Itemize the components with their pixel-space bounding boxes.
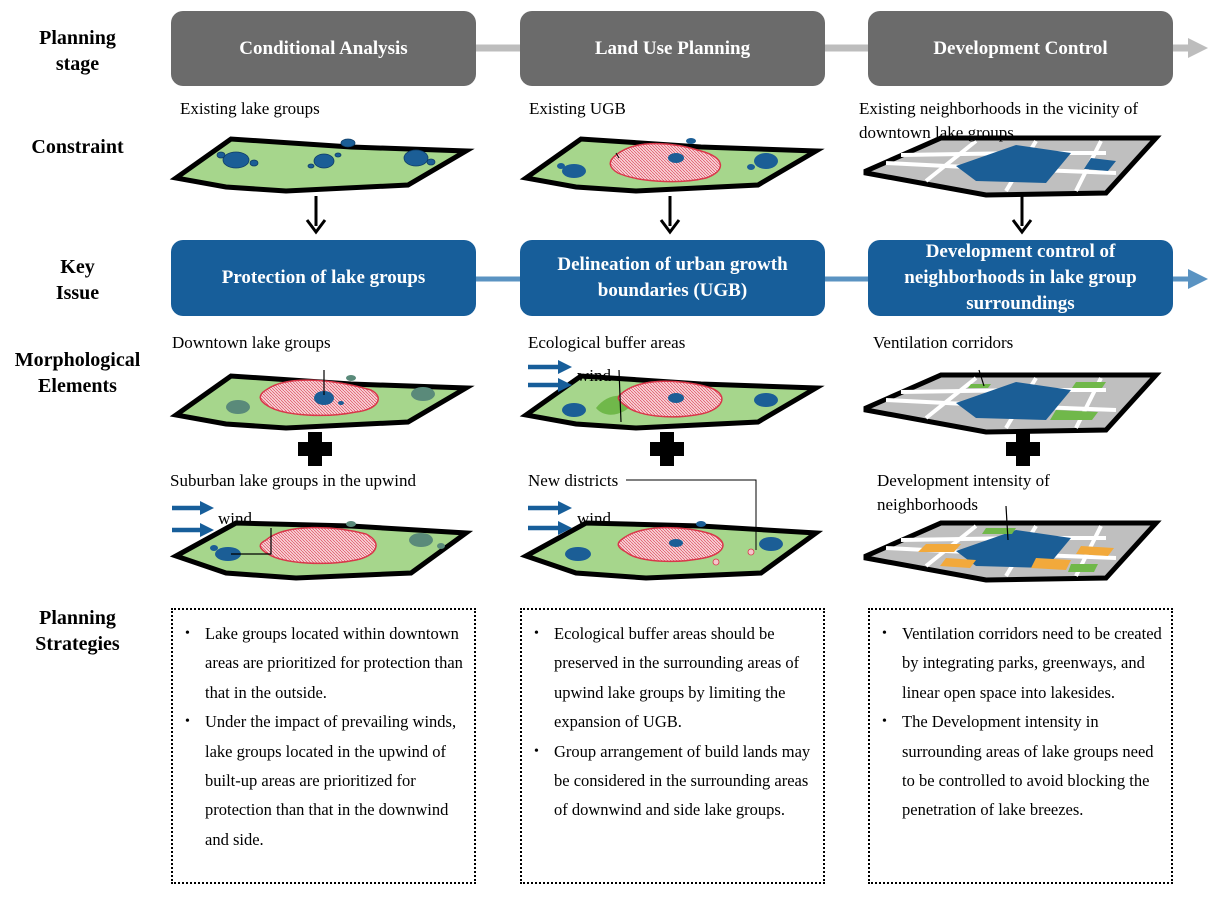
row-label-line: Planning: [39, 607, 116, 629]
element-caption: Ecological buffer areas: [528, 333, 686, 352]
element-caption: Development intensity of neighborhoods: [877, 471, 1050, 514]
row-label-line: Key: [60, 256, 95, 278]
strategy-item: Group arrangement of build lands may be …: [530, 737, 815, 825]
row-label-line: stage: [55, 53, 100, 75]
wind-label: wind: [577, 366, 611, 385]
constraint-caption: Existing UGB: [529, 99, 626, 118]
strategy-box-land-use-planning: Ecological buffer areas should be preser…: [520, 608, 825, 884]
element-caption: Suburban lake groups in the upwind: [170, 471, 416, 490]
strategy-item: The Development intensity in surrounding…: [878, 707, 1163, 825]
down-arrow-icon: [1011, 196, 1033, 235]
wind-arrow-icon: [528, 501, 572, 535]
row-label-morphological-elements: Morphological Elements: [0, 347, 155, 399]
row-label-line: Morphological: [14, 349, 141, 371]
strategy-item: Ventilation corridors need to be created…: [878, 619, 1163, 707]
map-suburban-lake-groups: [169, 520, 474, 581]
constraint-caption: Existing lake groups: [180, 99, 320, 118]
map-existing-lake-groups: [169, 136, 475, 194]
row-label-constraint: Constraint: [31, 136, 124, 158]
wind-arrow-icon: [172, 501, 214, 537]
wind-arrow-icon: [528, 360, 572, 392]
row-label-key-issue: Key Issue: [0, 254, 155, 306]
issue-delineation-ugb: Delineation of urban growth boundaries (…: [520, 240, 825, 316]
strategy-box-development-control: Ventilation corridors need to be created…: [868, 608, 1173, 884]
down-arrow-icon: [305, 196, 327, 235]
map-development-intensity: [863, 505, 1162, 583]
row-label-line: Elements: [38, 375, 117, 397]
map-ecological-buffer-areas: [519, 369, 825, 431]
row-label-line: Planning: [39, 27, 116, 49]
stage-conditional-analysis: Conditional Analysis: [171, 11, 476, 86]
strategy-item: Lake groups located within downtown area…: [181, 619, 466, 707]
map-downtown-lake-groups: [169, 370, 475, 431]
wind-label: wind: [218, 509, 252, 528]
stage-land-use-planning: Land Use Planning: [520, 11, 825, 86]
row-label-line: Issue: [55, 282, 100, 304]
stage-connector: [474, 38, 1208, 58]
plus-icon: [1006, 432, 1040, 466]
element-caption: Downtown lake groups: [172, 333, 331, 352]
element-caption: New districts: [528, 471, 619, 490]
element-caption: Ventilation corridors: [873, 333, 1014, 352]
down-arrow-icon: [659, 196, 681, 235]
wind-label: wind: [577, 509, 611, 528]
stage-development-control: Development Control: [868, 11, 1173, 86]
row-label-planning-stage: Planning stage: [0, 25, 155, 77]
plus-icon: [650, 432, 684, 466]
map-existing-ugb: [519, 136, 825, 194]
map-ventilation-corridors: [863, 369, 1162, 435]
strategy-item: Under the impact of prevailing winds, la…: [181, 707, 466, 854]
strategy-box-conditional-analysis: Lake groups located within downtown area…: [171, 608, 476, 884]
map-existing-neighborhoods: [863, 135, 1162, 198]
row-label-planning-strategies: Planning Strategies: [0, 605, 155, 657]
issue-development-control: Development control of neighborhoods in …: [868, 240, 1173, 316]
issue-connector: [474, 269, 1208, 289]
plus-icon: [298, 432, 332, 466]
strategy-item: Ecological buffer areas should be preser…: [530, 619, 815, 737]
map-new-districts: [519, 479, 824, 581]
row-label-line: Strategies: [35, 633, 120, 655]
constraint-caption: Existing neighborhoods in the vicinity o…: [859, 99, 1139, 142]
issue-protection-lake-groups: Protection of lake groups: [171, 240, 476, 316]
